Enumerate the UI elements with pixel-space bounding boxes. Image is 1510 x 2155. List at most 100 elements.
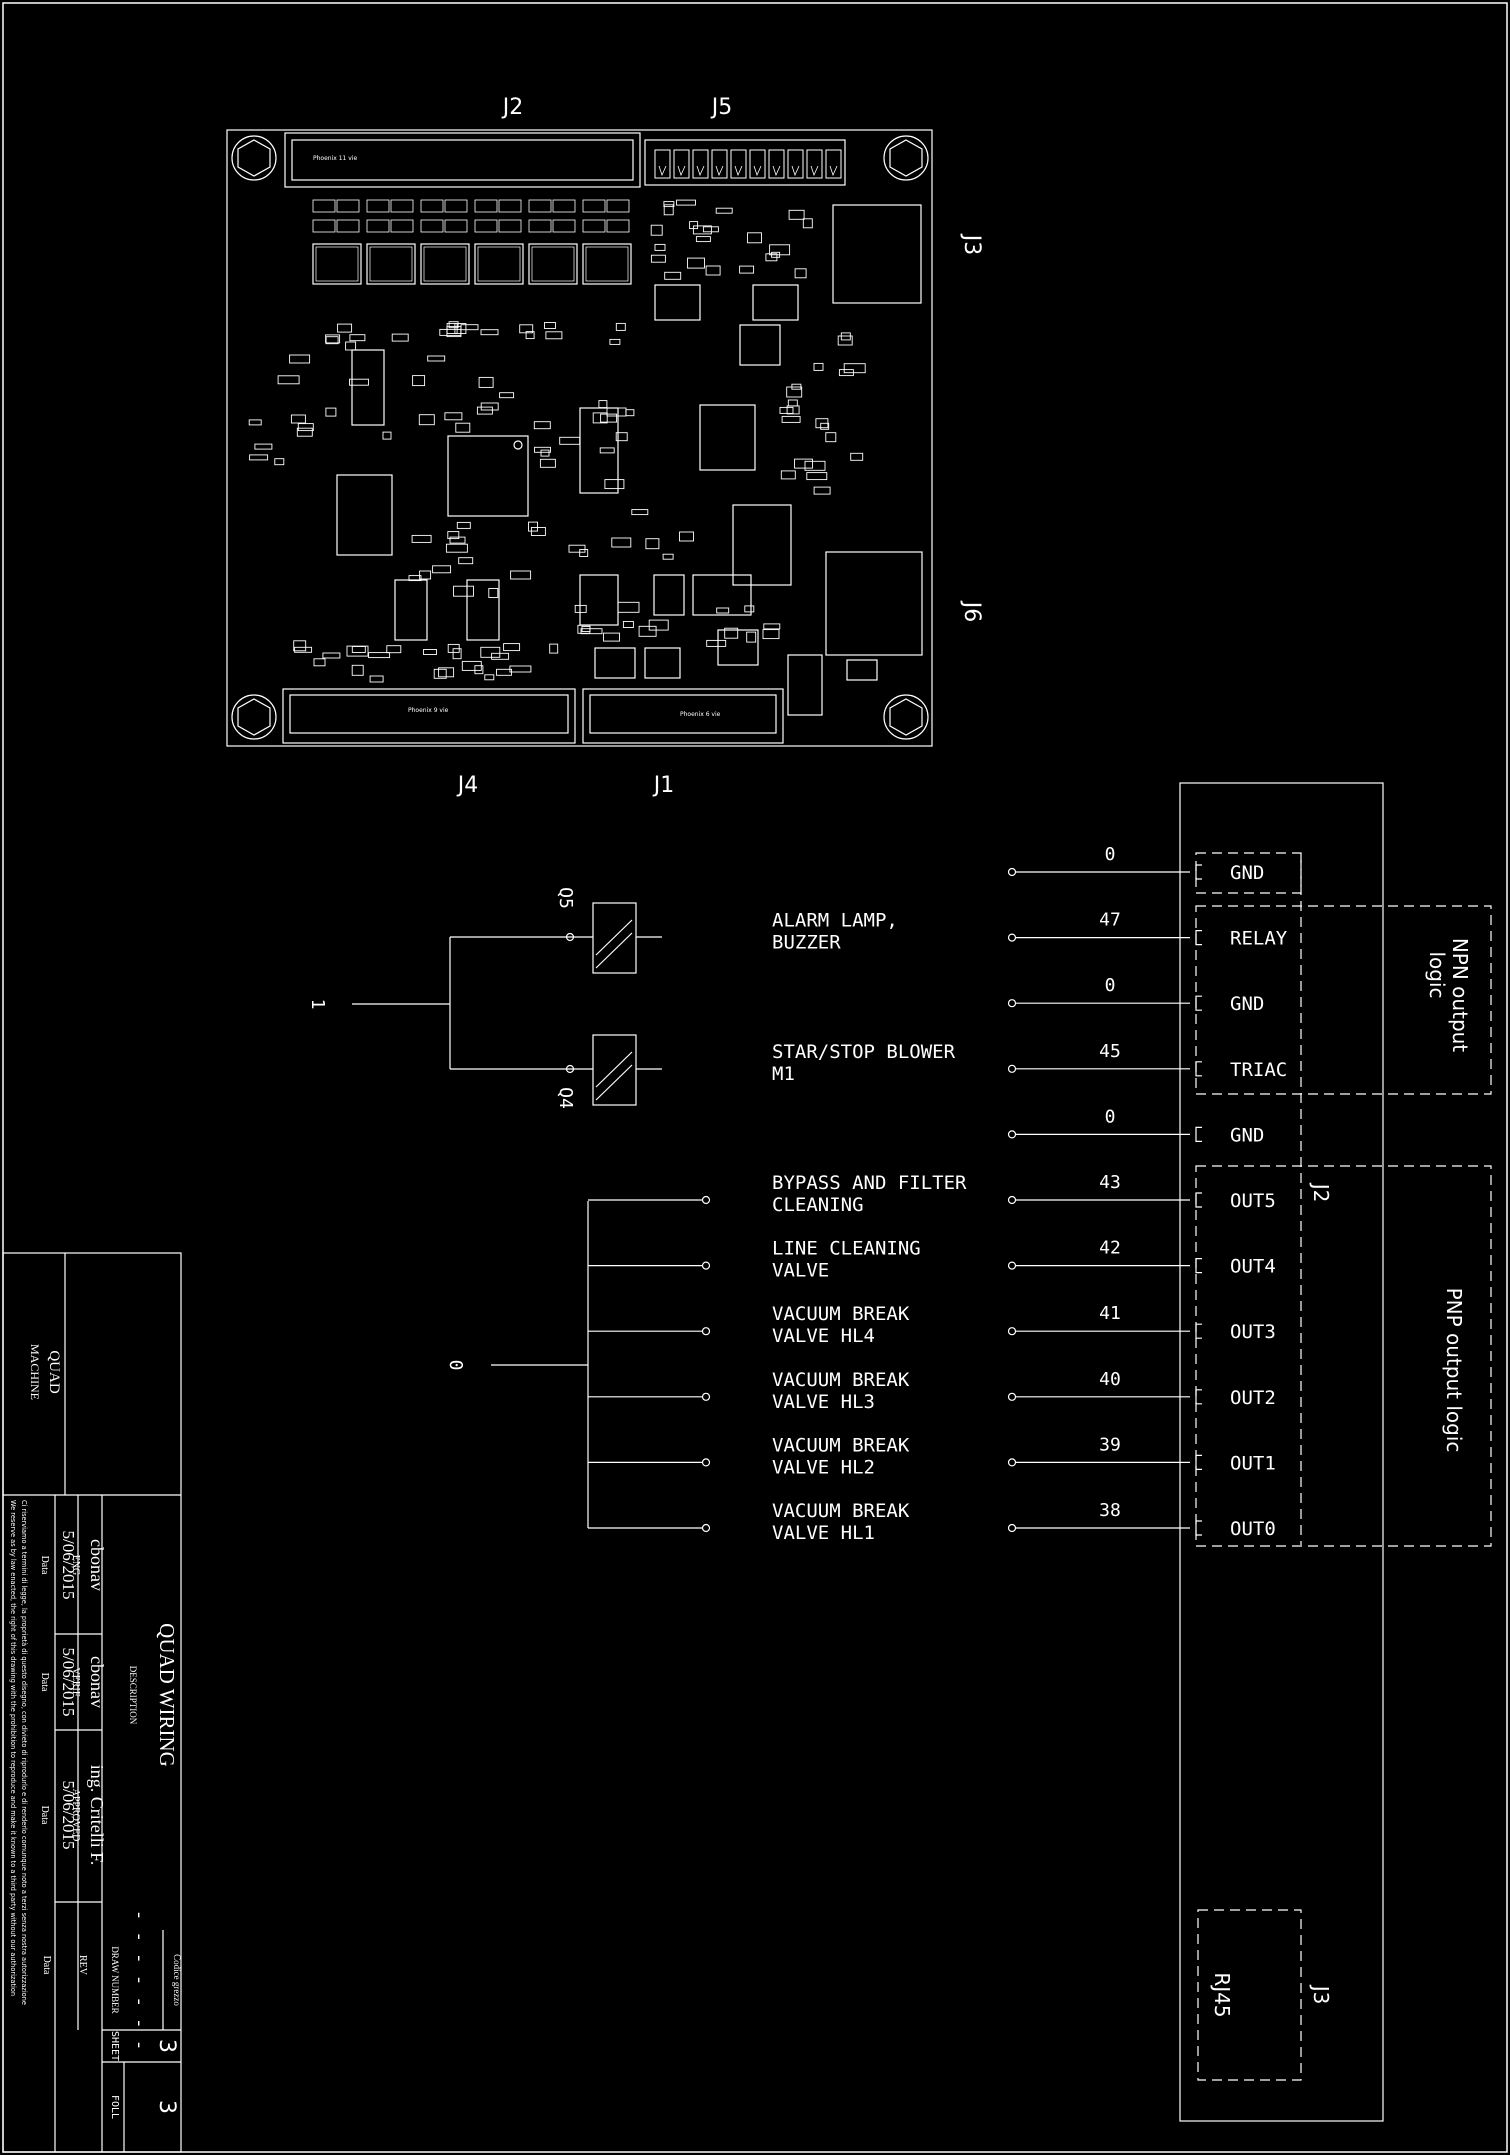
- terminal-pin-label: OUT2: [1230, 1387, 1276, 1409]
- j1-terminal-block: [582, 688, 784, 744]
- terminal-pin-label: OUT4: [1230, 1256, 1276, 1278]
- engineer-name: cbonav: [87, 1539, 107, 1591]
- wire-number: 45: [1099, 1041, 1121, 1062]
- terminal-pin-label: OUT3: [1230, 1321, 1276, 1343]
- description-label: DESCRIPTION: [128, 1666, 138, 1725]
- svg-text:BYPASS AND FILTER: BYPASS AND FILTER: [772, 1172, 967, 1194]
- svg-text:CLEANING: CLEANING: [772, 1194, 864, 1216]
- connector-label-j1: J1: [652, 773, 675, 798]
- svg-text:VALVE HL2: VALVE HL2: [772, 1456, 875, 1478]
- svg-text:VACUUM BREAK: VACUUM BREAK: [772, 1500, 910, 1522]
- rj45-label: RJ45: [1210, 1972, 1234, 2017]
- valve-common-bus: [491, 1201, 589, 1528]
- svg-text:VACUUM BREAK: VACUUM BREAK: [772, 1369, 910, 1391]
- engineer-date: 5/06/2015: [59, 1531, 78, 1600]
- terminal-pin-label: GND: [1230, 1124, 1264, 1146]
- branch-dot-icon: [701, 1195, 711, 1205]
- mosfet-package: [528, 243, 578, 285]
- terminal-pin-label: OUT0: [1230, 1518, 1276, 1540]
- engineer-date-label: Data: [39, 1556, 50, 1575]
- branch-dot-icon: [701, 1458, 711, 1467]
- svg-text:LINE CLEANING: LINE CLEANING: [772, 1238, 921, 1260]
- mosfet-package: [366, 243, 416, 285]
- connector-label-j5: J5: [710, 95, 733, 120]
- terminal-pin-label: RELAY: [1230, 928, 1288, 950]
- svg-text:VACUUM BREAK: VACUUM BREAK: [772, 1434, 910, 1456]
- mounting-hole-icon: [231, 135, 277, 181]
- foll-label: FOLL: [109, 2095, 120, 2119]
- svg-text:VALVE HL4: VALVE HL4: [772, 1325, 875, 1347]
- terminal-pin-label: TRIAC: [1230, 1059, 1287, 1081]
- connector-label-j6: J6: [959, 600, 984, 623]
- rj45-dashed-box: [1197, 1909, 1302, 2081]
- terminal-socket-icon: [1195, 1192, 1202, 1208]
- svg-text:VALVE HL1: VALVE HL1: [772, 1522, 875, 1544]
- terminal-socket-icon: [1195, 1323, 1202, 1339]
- approver-date: 5/06/2015: [59, 1781, 78, 1850]
- j6-block: [825, 551, 923, 656]
- j4-terminal-block: [282, 688, 576, 744]
- draw-number: - - - - - - -: [129, 1910, 150, 2051]
- terminal-socket-icon: [1195, 930, 1202, 946]
- mounting-hole-icon: [883, 694, 929, 740]
- relay-coil-q4-icon: [570, 1034, 662, 1106]
- terminal-pin-label: GND: [1230, 993, 1264, 1015]
- svg-text:VALVE HL3: VALVE HL3: [772, 1391, 875, 1413]
- terminal-socket-icon: [1195, 1520, 1202, 1536]
- load-label: ALARM LAMP,BUZZER: [772, 910, 898, 954]
- terminal-socket-icon: [1195, 1061, 1202, 1077]
- terminal-socket-icon: [1195, 1126, 1202, 1142]
- terminal-dot-icon: [1007, 1523, 1017, 1533]
- terminal-socket-icon: [1195, 1258, 1202, 1274]
- relay-circuit: [352, 902, 662, 1106]
- terminal-pin-label: OUT1: [1230, 1452, 1276, 1474]
- branch-dot-icon: [701, 1523, 711, 1533]
- connector-label-j4: J4: [456, 773, 479, 798]
- mosfet-package: [312, 243, 362, 285]
- verifier-role: VERIF: [70, 1668, 81, 1697]
- sheet-number: 3: [154, 2039, 179, 2053]
- pnp-output-group: [1195, 1165, 1492, 1547]
- mounting-hole-icon: [231, 694, 277, 740]
- svg-text:VACUUM BREAK: VACUUM BREAK: [772, 1303, 910, 1325]
- relay-coil-q5-icon: [570, 902, 662, 974]
- terminal-dot-icon: [1007, 1130, 1017, 1139]
- wire-number: 0: [1105, 975, 1116, 996]
- legal-notice-en: We reserve as by law enacted, the right …: [9, 1500, 17, 1996]
- connector-label-j3: J3: [959, 233, 984, 256]
- terminal-dot-icon: [1007, 999, 1017, 1008]
- j3-rj45-socket: [832, 204, 922, 304]
- sheet-label: SHEET: [109, 2031, 120, 2061]
- j4-header-label: Phoenix 9 vie: [408, 707, 449, 714]
- wire-number: 39: [1099, 1434, 1121, 1455]
- wire-number: 41: [1099, 1303, 1121, 1324]
- verifier-name: cbonav: [87, 1656, 107, 1708]
- engineer-role: ENG: [70, 1555, 81, 1576]
- mounting-hole-icon: [883, 135, 929, 181]
- wire-number: 38: [1099, 1500, 1121, 1521]
- mosfet-package: [474, 243, 524, 285]
- terminal-socket-icon: [1195, 864, 1202, 880]
- terminal-socket-icon: [1195, 1389, 1202, 1405]
- svg-text:STAR/STOP BLOWER: STAR/STOP BLOWER: [772, 1041, 956, 1063]
- wire-number: 40: [1099, 1369, 1121, 1390]
- approver-date-label: Data: [39, 1806, 50, 1825]
- wire-number: 42: [1099, 1238, 1121, 1259]
- wire-number: 0: [1105, 1106, 1116, 1127]
- branch-dot-icon: [701, 1392, 711, 1401]
- svg-text:VALVE: VALVE: [772, 1260, 829, 1282]
